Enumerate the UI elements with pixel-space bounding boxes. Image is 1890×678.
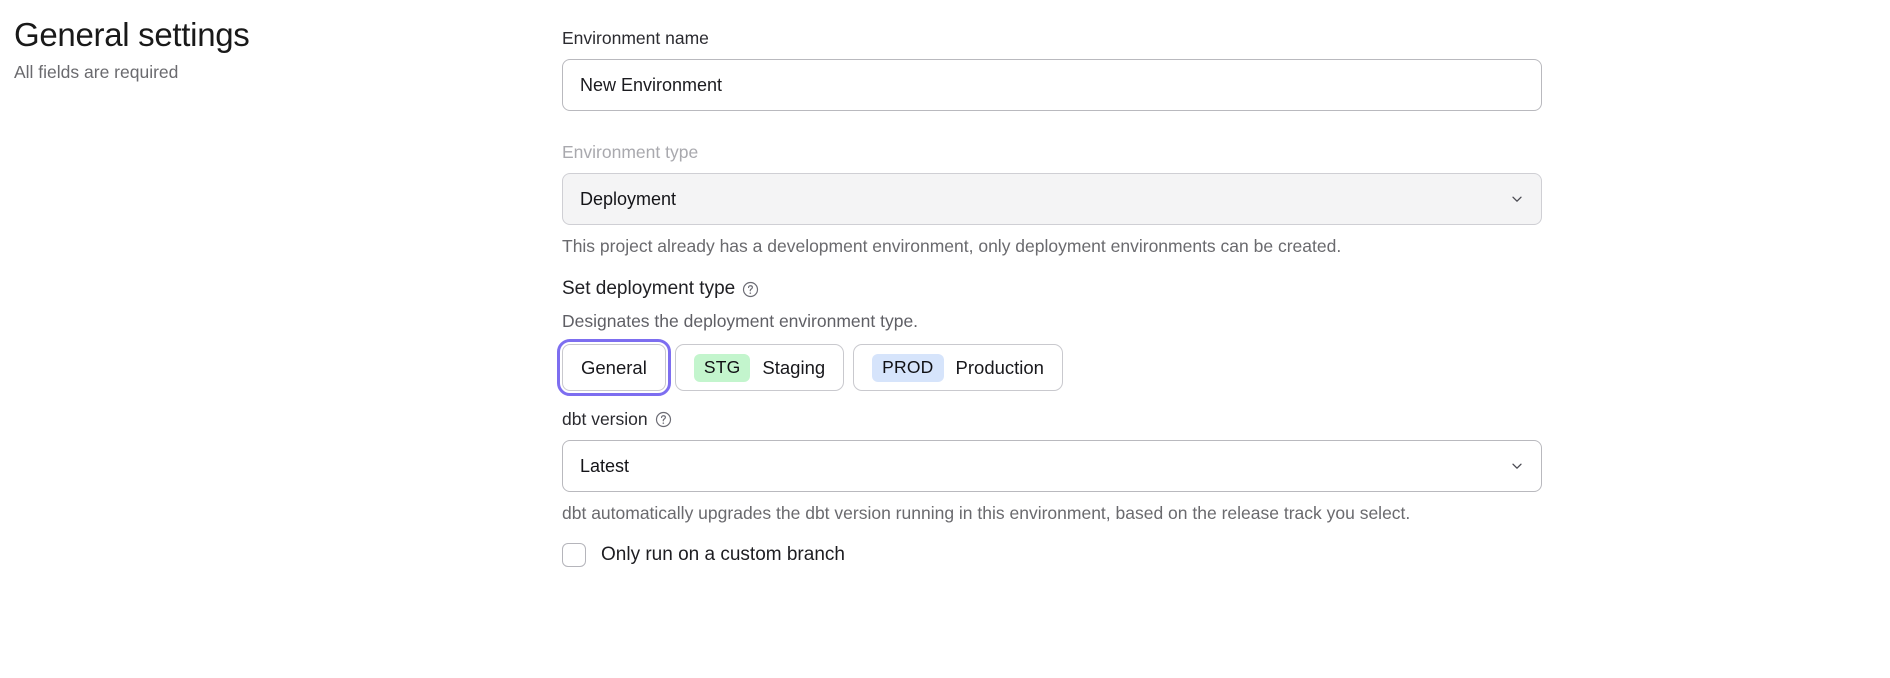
deployment-type-option-staging-label: Staging <box>762 356 826 378</box>
deployment-type-option-production-label: Production <box>955 356 1044 378</box>
question-circle-icon[interactable] <box>742 281 759 298</box>
dbt-version-select[interactable]: Latest <box>562 440 1542 492</box>
environment-type-label: Environment type <box>562 142 699 162</box>
deployment-type-title: Set deployment type <box>562 278 736 299</box>
deployment-type-field-group: Set deployment type Designates the deplo… <box>557 276 1542 396</box>
chevron-down-icon <box>1510 192 1524 206</box>
environment-type-select[interactable]: Deployment <box>562 173 1542 225</box>
deployment-type-option-production[interactable]: PROD Production <box>853 344 1063 391</box>
chevron-down-icon <box>1510 459 1524 473</box>
settings-header-column: General settings All fields are required <box>14 14 534 84</box>
dbt-version-value: Latest <box>580 455 630 476</box>
deployment-type-option-general-label: General <box>581 356 647 378</box>
dbt-version-label-row: dbt version <box>562 407 1542 431</box>
environment-name-label: Environment name <box>562 28 709 48</box>
deployment-type-options: General STG Staging PROD Production <box>557 339 1542 396</box>
settings-form-column: Environment name Environment type Deploy… <box>557 26 1542 567</box>
page-title: General settings <box>14 16 250 53</box>
question-circle-icon[interactable] <box>655 411 672 428</box>
environment-type-field-group: Environment type Deployment This project… <box>562 140 1542 258</box>
dbt-version-label: dbt version <box>562 409 648 429</box>
dbt-version-helper-text: dbt automatically upgrades the dbt versi… <box>562 503 1411 523</box>
production-badge: PROD <box>872 353 944 382</box>
deployment-type-description: Designates the deployment environment ty… <box>562 311 919 331</box>
custom-branch-label[interactable]: Only run on a custom branch <box>601 544 845 565</box>
environment-name-input[interactable] <box>562 59 1542 111</box>
deployment-type-title-row: Set deployment type <box>562 276 1542 302</box>
deployment-type-option-staging[interactable]: STG Staging <box>674 344 845 391</box>
dbt-version-field-group: dbt version Latest dbt automatica <box>562 407 1542 525</box>
page-subtitle: All fields are required <box>14 62 179 82</box>
environment-type-value: Deployment <box>580 188 677 209</box>
environment-name-field-group: Environment name <box>562 26 1542 111</box>
deployment-type-option-general[interactable]: General <box>557 339 671 396</box>
environment-type-helper-text: This project already has a development e… <box>562 236 1342 256</box>
staging-badge: STG <box>693 353 751 382</box>
custom-branch-checkbox[interactable] <box>562 543 586 567</box>
custom-branch-row[interactable]: Only run on a custom branch <box>562 543 1542 567</box>
